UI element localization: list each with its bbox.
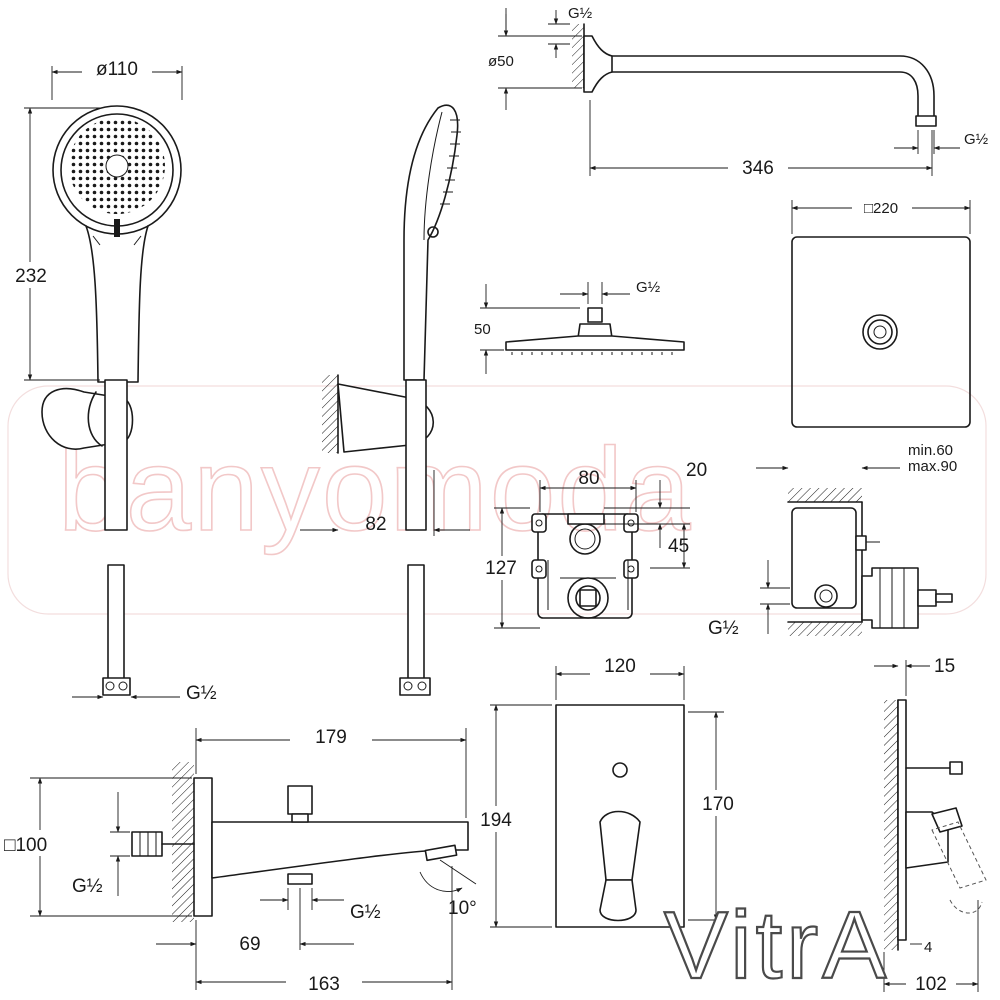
body-thread-label: G½	[708, 618, 739, 639]
wall-plate-depth-max: max.90	[908, 458, 957, 475]
bath-spout: 179 □100 G½ G½ 10° 69 163	[2, 724, 477, 996]
arm-length-label: 346	[742, 158, 774, 179]
body-height-label: 127	[485, 558, 517, 579]
mixer-lever-offset-label: 4	[924, 939, 932, 956]
hand-shower-side-view: 82	[300, 104, 470, 696]
spout-angle-label: 10°	[448, 898, 477, 919]
body-top-offset-label: 20	[686, 460, 707, 481]
wall-plate: □220 min.60 max.90	[791, 196, 971, 475]
arm-flange-label: ø50	[488, 53, 514, 70]
mixer-total-depth-label: 102	[915, 974, 947, 995]
arm-wall-thread-label: G½	[568, 5, 593, 22]
mixer-side: 15 4 102	[874, 656, 987, 996]
concealed-body-front: 80 20 45 127	[478, 460, 707, 629]
wall-plate-depth-min: min.60	[908, 442, 953, 459]
mixer-front-depth-label: 15	[934, 656, 955, 677]
mixer-plate-width-label: 120	[604, 656, 636, 677]
hand-shower-thread-label: G½	[186, 683, 217, 704]
hand-shower-height-label: 232	[15, 266, 47, 287]
spout-outlet-offset-label: 69	[239, 934, 260, 955]
mixer-inner-height-label: 170	[702, 794, 734, 815]
spout-length-label: 179	[315, 727, 347, 748]
hand-shower-front-view: ø110 232 G½	[6, 56, 217, 704]
vitra-logo: VitrA	[663, 891, 890, 1000]
wall-plate-size-label: □220	[864, 200, 898, 217]
head-shower-thread-label: G½	[636, 279, 661, 296]
concealed-body-side: G½	[708, 465, 953, 639]
body-pitch-label: 45	[668, 536, 689, 557]
arm-outlet-thread-label: G½	[964, 131, 989, 148]
brand-logo-text: VitrA	[664, 892, 890, 999]
spout-rosette-label: □100	[4, 835, 47, 856]
head-shower: G½ 50	[474, 279, 685, 374]
spout-thread-left: G½	[72, 876, 103, 897]
hand-shower-diameter-label: ø110	[96, 59, 138, 80]
hand-shower-holder-depth-label: 82	[365, 514, 386, 535]
mixer-front: 120 194 170	[472, 652, 740, 928]
spout-thread-right: G½	[350, 902, 381, 923]
head-shower-height-label: 50	[474, 321, 491, 338]
body-width-label: 80	[578, 468, 599, 489]
mixer-plate-height-label: 194	[480, 810, 512, 831]
shower-arm: G½ ø50 G½ 346	[488, 5, 989, 179]
spout-projection-label: 163	[308, 974, 340, 995]
